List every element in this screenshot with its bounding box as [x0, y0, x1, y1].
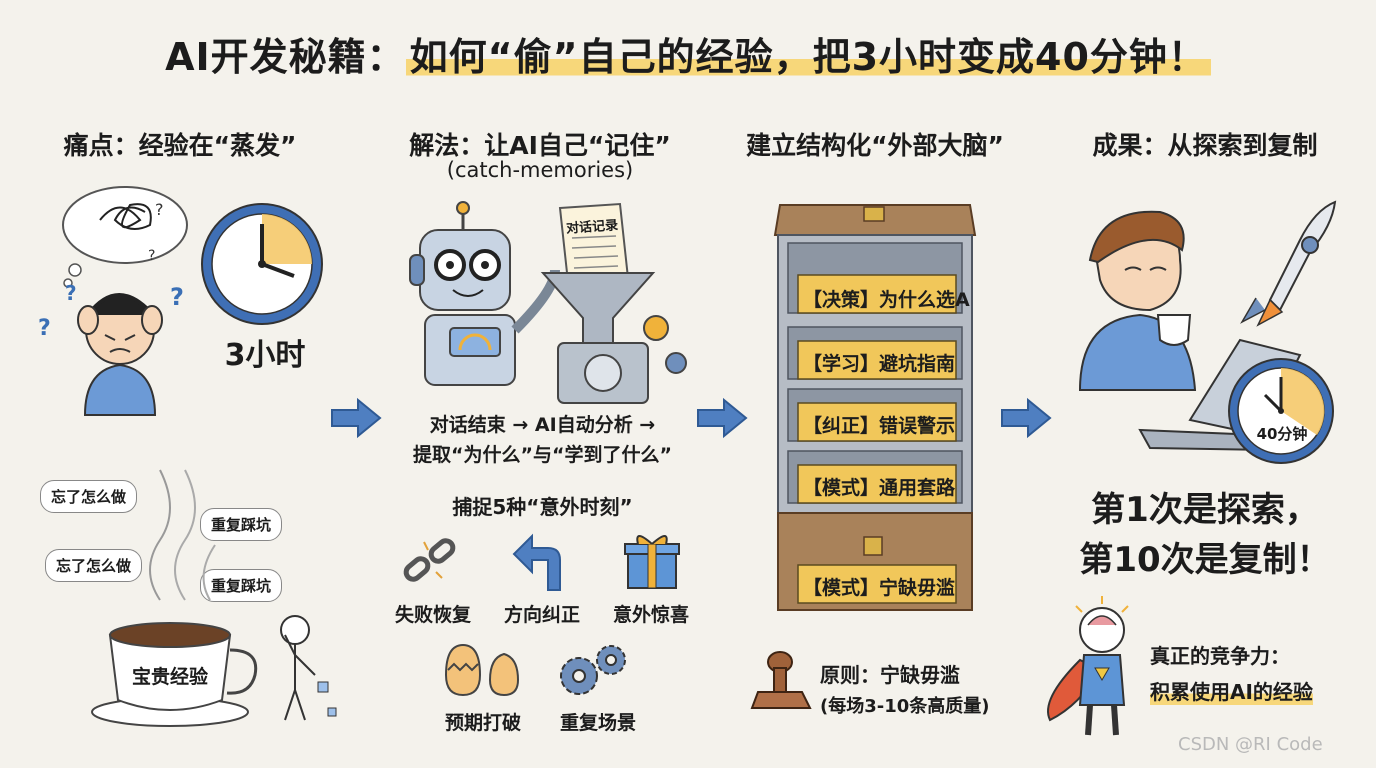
broken-chain-icon	[403, 538, 456, 582]
svg-text:?: ?	[38, 316, 51, 341]
hero-line-1: 真正的竞争力：	[1150, 644, 1290, 668]
turn-arrow-icon	[512, 533, 561, 591]
time-label-3h: 3小时	[224, 338, 306, 373]
drawer-decision: 【决策】为什么选A	[803, 289, 970, 311]
cup-label: 宝贵经验	[131, 666, 208, 688]
moment-expectation-broken: 预期打破	[444, 712, 521, 734]
robot-icon	[409, 201, 560, 386]
title-prefix: AI开发秘籍：	[165, 35, 406, 79]
arrow-right-icon	[1001, 397, 1052, 439]
svg-text:?: ?	[65, 281, 77, 305]
filing-cabinet-icon	[773, 204, 977, 611]
bubble-forgot-1: 忘了怎么做	[40, 480, 138, 513]
arrow-right-icon	[331, 397, 382, 439]
drawer-correction: 【纠正】错误警示	[803, 415, 956, 437]
drawer-learning: 【学习】避坑指南	[803, 353, 956, 375]
col1-heading: 痛点：经验在“蒸发”	[63, 131, 297, 160]
principle-line-2: (每场3-10条高质量)	[820, 696, 990, 717]
svg-text:?: ?	[148, 248, 155, 264]
drawer-pattern: 【模式】通用套路	[803, 477, 956, 499]
moment-repeat-scene: 重复场景	[559, 712, 636, 734]
moment-surprise: 意外惊喜	[612, 604, 689, 626]
stamp-icon	[750, 651, 812, 709]
moments-title: 捕捉5种“意外时刻”	[452, 495, 633, 519]
clock-icon	[201, 203, 323, 325]
funnel-icon	[540, 272, 687, 404]
col2-heading: 解法：让AI自己“记住”	[409, 131, 671, 160]
cracked-egg-icon	[444, 643, 520, 697]
moment-direction-correction: 方向纠正	[503, 604, 580, 626]
gift-icon	[624, 535, 680, 589]
confused-person-icon: ? ? ? ? ?	[38, 186, 188, 416]
bubble-repeat-1: 重复踩坑	[200, 508, 283, 541]
bubble-repeat-2: 重复踩坑	[200, 569, 283, 602]
drawer-quality: 【模式】宁缺毋滥	[803, 577, 956, 599]
principle-line-1: 原则：宁缺毋滥	[820, 663, 960, 687]
scroll-label: 对话记录	[565, 218, 619, 237]
flow-line-1: 对话结束 → AI自动分析 →	[429, 414, 656, 436]
hero-line-2: 积累使用AI的经验	[1150, 676, 1313, 705]
bubble-forgot-2: 忘了怎么做	[45, 549, 143, 582]
title-highlight: 如何“偷”自己的经验，把3小时变成40分钟！	[405, 35, 1211, 79]
col3-heading: 建立结构化“外部大脑”	[746, 131, 1004, 160]
arrow-right-icon	[697, 397, 748, 439]
col4-heading: 成果：从探索到复制	[1092, 131, 1318, 160]
col2-subheading: (catch-memories)	[446, 158, 634, 182]
hero-icon	[1047, 596, 1129, 736]
rocket-icon	[1240, 200, 1337, 327]
moment-failure-recovery: 失败恢复	[394, 604, 471, 626]
clock-icon	[1228, 358, 1334, 464]
svg-text:?: ?	[170, 283, 184, 311]
page-title: AI开发秘籍：如何“偷”自己的经验，把3小时变成40分钟！	[0, 26, 1376, 81]
watermark: CSDN @RI Code	[1178, 734, 1323, 755]
clock-label-40m: 40分钟	[1256, 425, 1308, 443]
big-line-1: 第1次是探索，	[1091, 490, 1319, 530]
big-line-2: 第10次是复制！	[1079, 540, 1331, 580]
flow-line-2: 提取“为什么”与“学到了什么”	[413, 444, 672, 466]
gears-icon	[560, 645, 626, 695]
conversation-scroll-icon	[558, 202, 630, 284]
coffee-cup-icon	[91, 469, 337, 727]
svg-text:?: ?	[155, 200, 164, 219]
